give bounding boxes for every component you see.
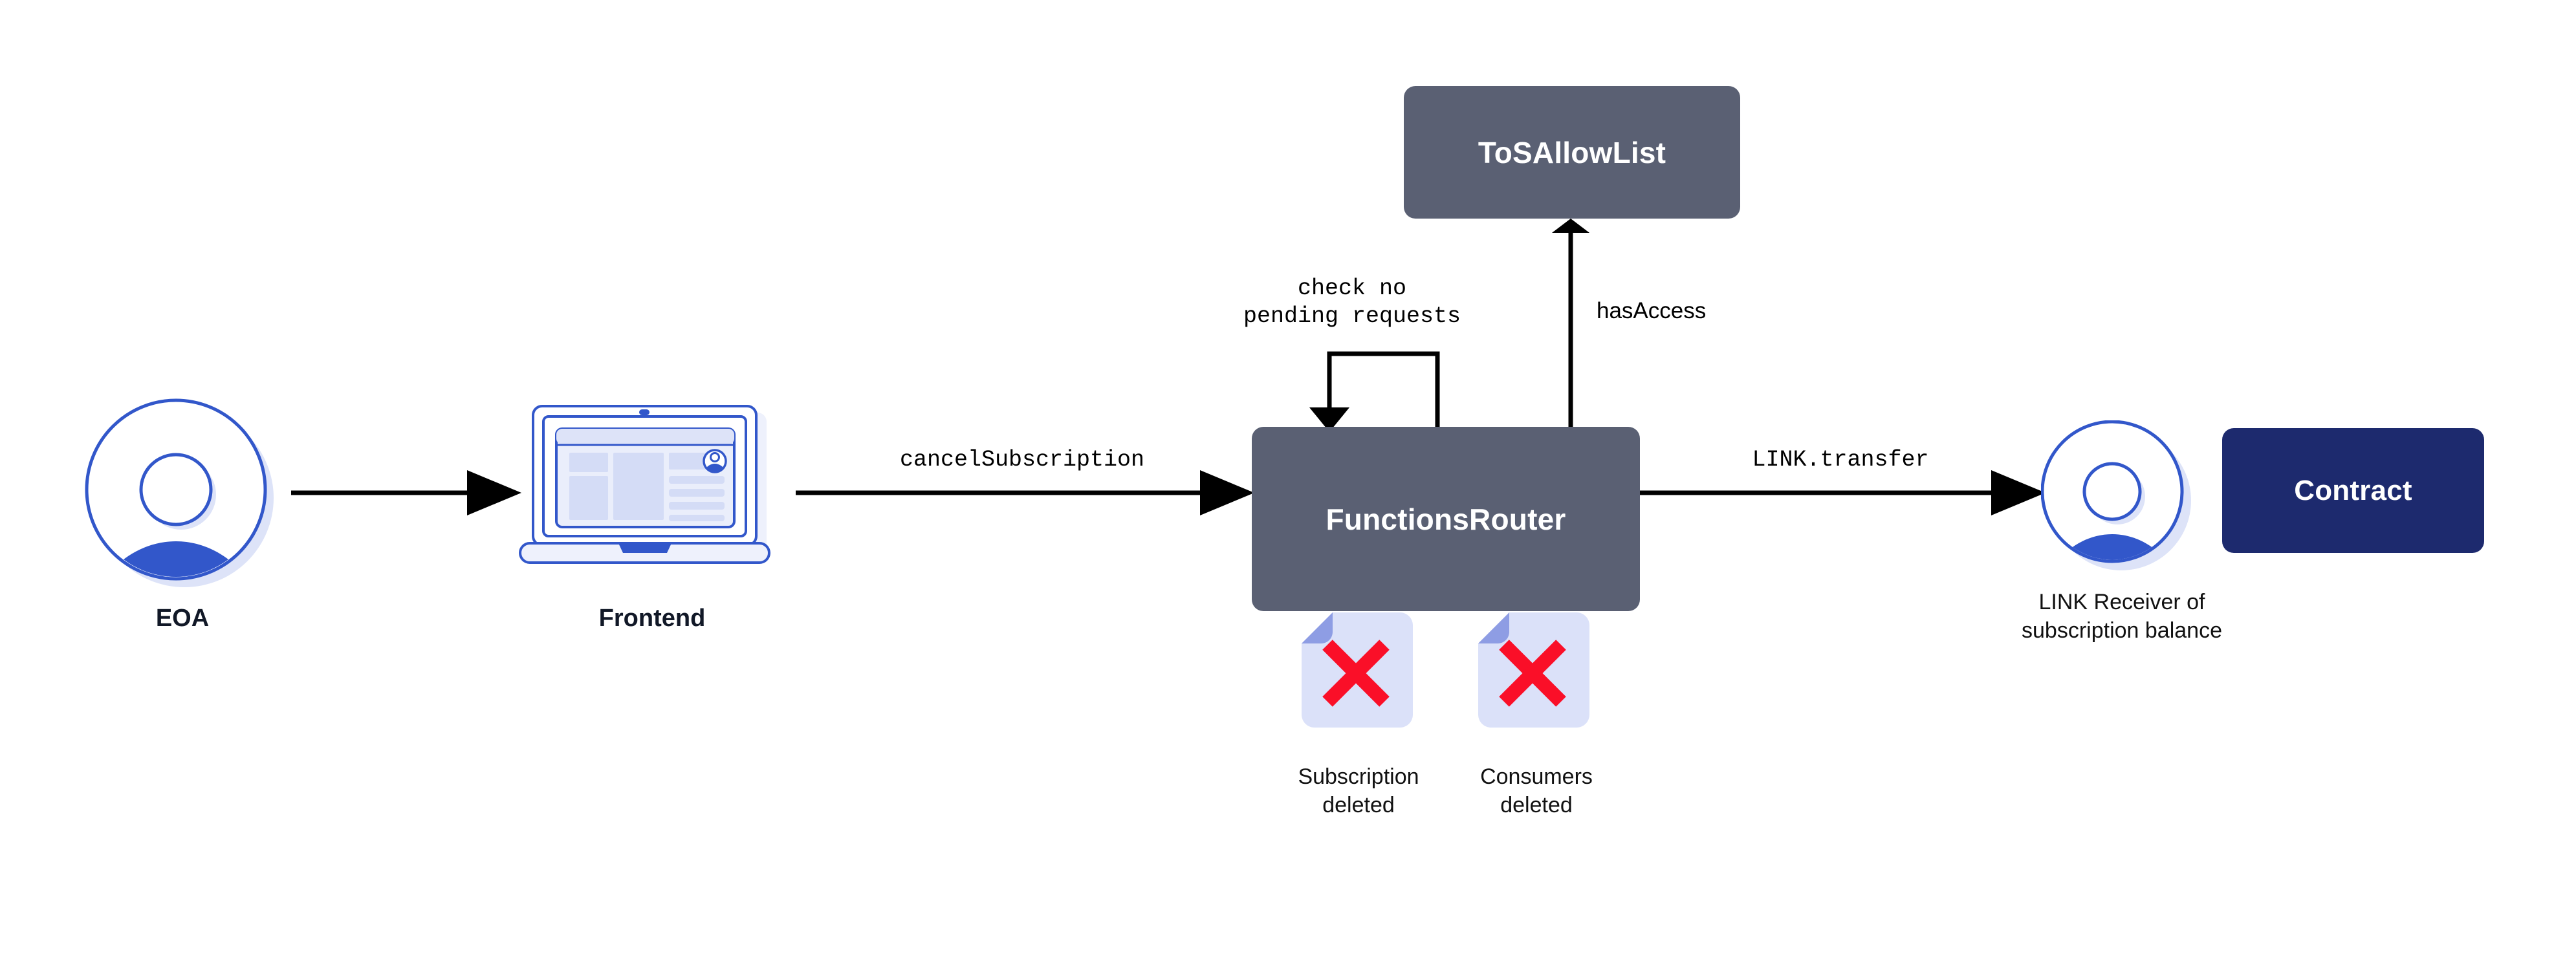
- eoa-label: EOA: [155, 605, 210, 632]
- node-contract[interactable]: Contract: [2222, 428, 2484, 553]
- caption-subscription-deleted: Subscription deleted: [1298, 764, 1419, 817]
- node-tos-allowlist[interactable]: ToSAllowList: [1404, 86, 1740, 219]
- caption-consumers-deleted: Consumers deleted: [1480, 764, 1593, 817]
- edge-label-has-access: hasAccess: [1597, 298, 1707, 323]
- document-x-icon: [1478, 611, 1589, 729]
- edge-router-to-tosallowlist: [1552, 219, 1589, 427]
- edge-router-self-loop: [1309, 351, 1440, 432]
- edge-label-check-pending-requests: check no pending requests: [1243, 275, 1461, 329]
- frontend-label: Frontend: [598, 605, 706, 632]
- functions-router-label: FunctionsRouter: [1326, 502, 1566, 536]
- node-functions-router[interactable]: FunctionsRouter: [1252, 427, 1640, 611]
- caption-link-receiver: LINK Receiver of subscription balance: [2022, 590, 2222, 643]
- document-x-icon: [1302, 611, 1413, 729]
- contract-label: Contract: [2294, 474, 2412, 506]
- tos-allowlist-label: ToSAllowList: [1478, 135, 1666, 169]
- edge-label-cancel-subscription: cancelSubscription: [899, 447, 1145, 473]
- laptop-icon: [516, 400, 788, 574]
- edge-label-link-transfer: LINK.transfer: [1752, 447, 1929, 473]
- eoa-avatar-icon: [84, 398, 278, 592]
- link-receiver-avatar-icon: [2041, 420, 2196, 576]
